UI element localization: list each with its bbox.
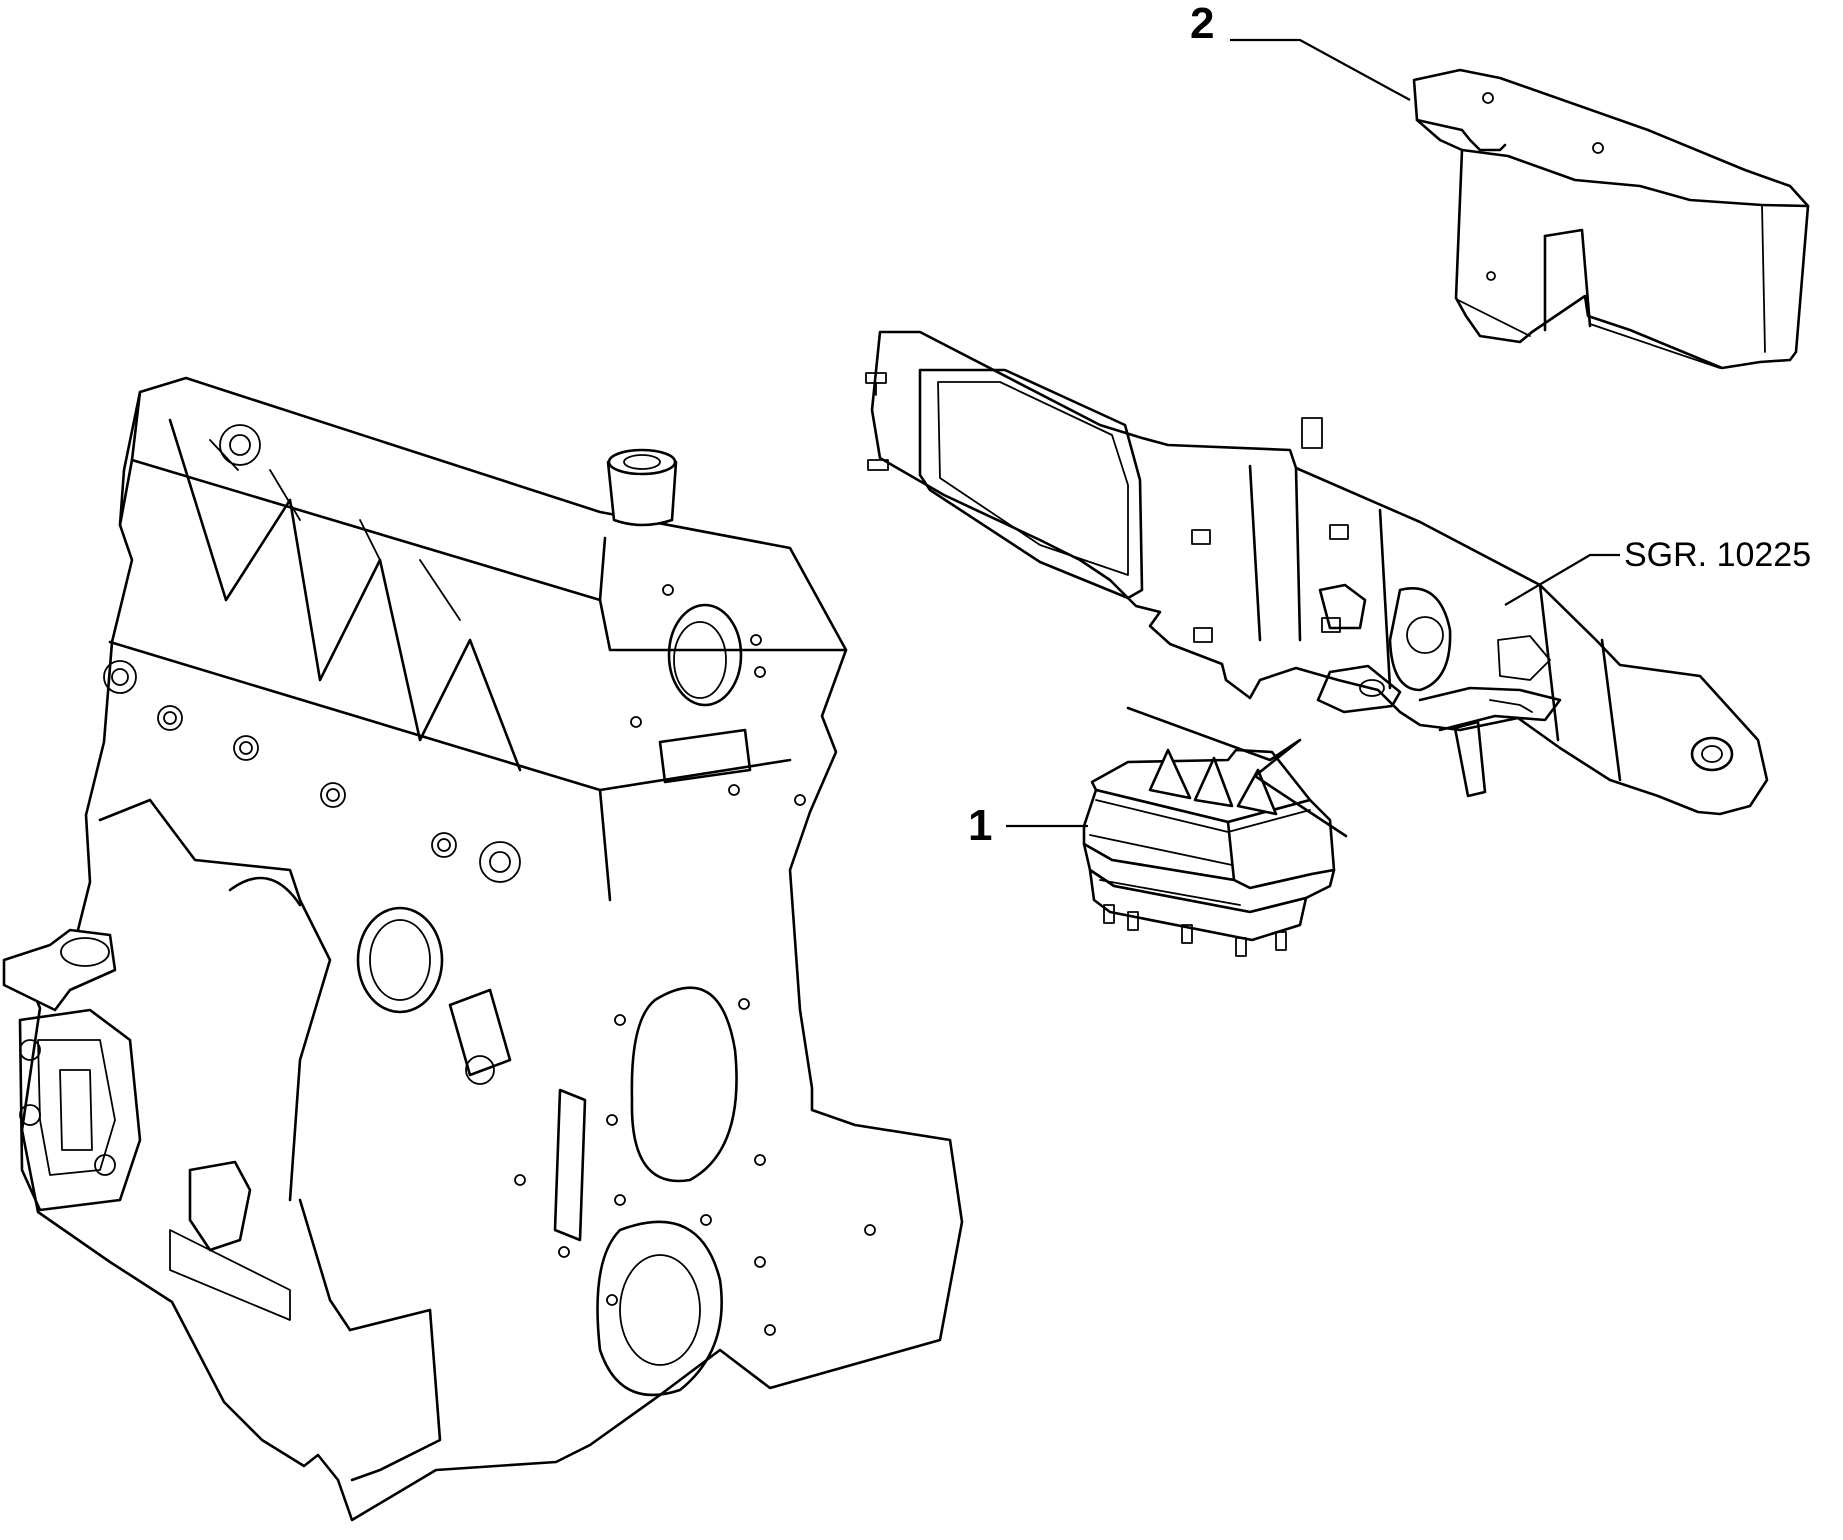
mounting-plate-drawing [865,330,1769,816]
leader-line-2 [1230,38,1411,101]
engine-block-drawing [2,376,964,1522]
part-2-cover-bracket [1412,68,1810,370]
cut-symbol [1126,706,1348,838]
part-1-module-box [1082,748,1336,957]
leader-line-sgr [1504,553,1620,606]
reference-label: SGR. 10225 [1624,536,1811,574]
callout-number-1: 1 [968,801,992,850]
callout-number-2: 2 [1190,0,1214,48]
